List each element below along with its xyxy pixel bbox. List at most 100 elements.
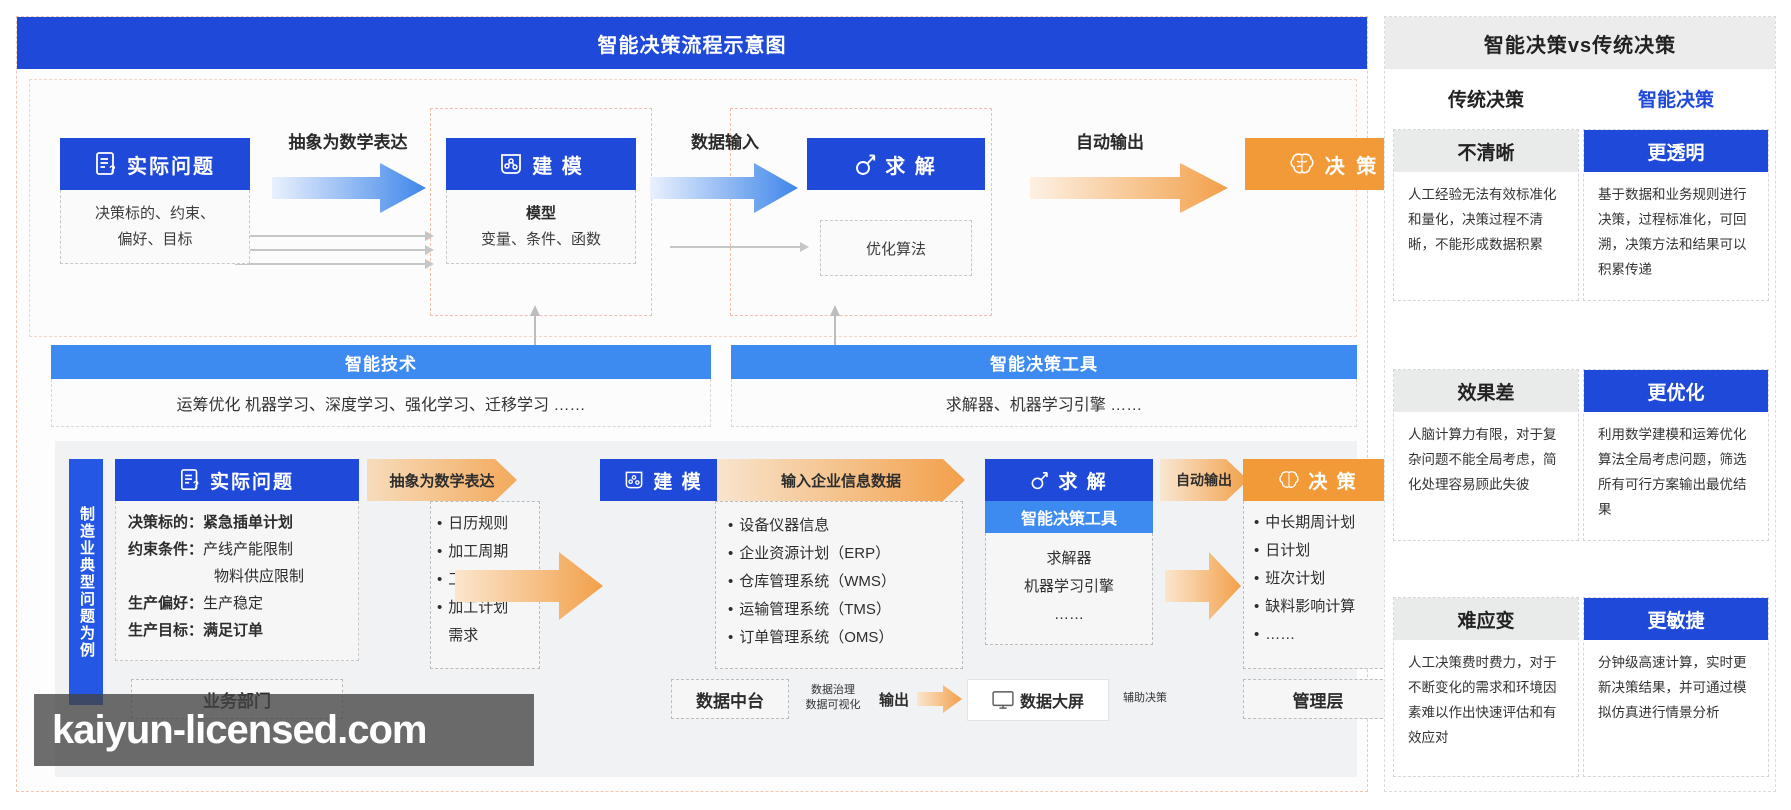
band-right-up-arrow xyxy=(830,305,840,349)
node-solve-label: 求 解 xyxy=(885,155,937,178)
list-item-label: …… xyxy=(1265,626,1296,643)
bullet-dot: • xyxy=(1254,570,1260,587)
list-item-label: 设备仪器信息 xyxy=(739,517,830,534)
chevron-abstract-math: 抽象为数学表达 xyxy=(367,459,517,501)
solve-group-outline xyxy=(730,108,992,316)
case-decision-header: 决 策 xyxy=(1243,459,1393,501)
chevron-shape xyxy=(367,459,517,501)
arrow3-label: 自动输出 xyxy=(1076,133,1144,152)
monitor-icon xyxy=(992,691,1014,709)
band-decision-tools-head: 智能决策工具 xyxy=(731,345,1357,379)
case-row: 生产目标：满足订单 xyxy=(128,617,263,644)
watermark: kaiyun-licensed.com xyxy=(34,694,534,766)
node-modeling[interactable]: 建 模 模型 变量、条件、函数 xyxy=(446,138,636,264)
case-col-modeling[interactable]: 建 模 xyxy=(600,459,726,501)
compare-cell-intelligent-2: 更优化 利用数学建模和运筹优化算法全局考虑问题，筛选所有可行方案输出最优结果 xyxy=(1583,369,1769,541)
case-solve-label: 求 解 xyxy=(1058,471,1108,493)
node-modeling-header: 建 模 xyxy=(446,138,636,190)
chevron-auto-output: 自动输出 xyxy=(1160,459,1248,501)
list-item-label: 班次计划 xyxy=(1265,570,1326,587)
case-modeling-label: 建 模 xyxy=(653,471,703,493)
bullet-dot: • xyxy=(728,545,734,562)
compare-head-intelligent-2: 更优化 xyxy=(1584,370,1768,412)
list-item: • 运输管理系统（TMS） xyxy=(728,596,962,624)
case-row-val: 物料供应限制 xyxy=(214,568,305,585)
data-middle-platform[interactable]: 数据中台 xyxy=(671,679,789,719)
compare-text-traditional-3: 人工决策费时费力，对于不断变化的需求和环境因素难以作出快速评估和有效应对 xyxy=(1408,655,1557,745)
case-col-solve[interactable]: 求 解 智能决策工具 求解器 机器学习引擎 …… xyxy=(985,459,1153,645)
case-col-real-problem[interactable]: ? 实际问题 决策标的：紧急插单计划 约束条件：产线产能限制 物料供应限制 生产… xyxy=(115,459,359,661)
document-question-icon: ? xyxy=(180,469,201,491)
case-row-val: 产线产能限制 xyxy=(203,541,294,558)
data-screen-box[interactable]: 数据大屏 xyxy=(967,679,1109,721)
tech-bands: 智能技术 运筹优化 机器学习、深度学习、强化学习、迁移学习 …… 智能决策工具 … xyxy=(29,305,1357,437)
compare-head-intelligent-3: 更敏捷 xyxy=(1584,598,1768,640)
compare-text-intelligent-3: 分钟级高速计算，实时更新决策结果，并可通过模拟仿真进行情景分析 xyxy=(1598,655,1747,720)
model-graph-icon xyxy=(625,471,643,489)
case-row: 决策标的：紧急插单计划 xyxy=(128,509,293,536)
list-item-label: 加工计划 xyxy=(448,599,509,616)
left-panel: 智能决策流程示意图 xyxy=(16,16,1423,792)
case-real-problem-body: 决策标的：紧急插单计划 约束条件：产线产能限制 物料供应限制 生产偏好：生产稳定… xyxy=(115,501,359,661)
node-solve-header: 求 解 xyxy=(807,138,985,190)
case-row-val: 紧急插单计划 xyxy=(203,514,294,531)
list-item: •企业资源计划（ERP） xyxy=(728,540,962,568)
data-screen-label: 数据大屏 xyxy=(1019,694,1084,711)
case-solve-line: 求解器 xyxy=(1046,550,1092,567)
list-item-label: 订单管理系统（OMS） xyxy=(739,629,894,646)
case-row-key: 决策标的： xyxy=(128,514,204,531)
right-panel-title: 智能决策vs传统决策 xyxy=(1385,17,1775,69)
bullet-dot: • xyxy=(1254,626,1260,643)
node-solve[interactable]: 求 解 xyxy=(807,138,985,190)
solve-thin-arrow xyxy=(670,242,809,252)
case-solve-tool-badge: 智能决策工具 xyxy=(985,501,1153,533)
case-arrow-modeling xyxy=(455,552,603,620)
case-col-enterprise-data: •设备仪器信息 •企业资源计划（ERP） •仓库管理系统（WMS） •运输管理系… xyxy=(715,501,963,669)
document-question-icon: ? xyxy=(96,152,116,176)
compare-text-traditional-1: 人工经验无法有效标准化和量化，决策过程不清晰，不能形成数据积累 xyxy=(1408,187,1557,252)
connector-arrows xyxy=(235,231,434,269)
case-row-key: 生产目标： xyxy=(128,622,204,639)
compare-cell-intelligent-1: 更透明 基于数据和业务规则进行决策，过程标准化，可回溯，决策方法和结果可以积累传… xyxy=(1583,129,1769,301)
bullet-dot: • xyxy=(1254,514,1260,531)
case-decision-body: •中长期周计划 •日计划 •班次计划 •缺料影响计算 •…… xyxy=(1243,501,1393,669)
list-item: • 设备仪器信息 xyxy=(728,512,962,540)
case-modeling-header: 建 模 xyxy=(600,459,726,501)
bullet-dot: • xyxy=(437,515,443,532)
bullet-dot: • xyxy=(437,599,443,616)
compare-text-traditional-2: 人脑计算力有限，对于复杂问题不能全局考虑，简化处理容易顾此失彼 xyxy=(1408,427,1557,492)
manufacturing-case-panel: 制造业典型问题为例 ? 实际问题 决策标的：紧急插单计划 xyxy=(55,441,1393,777)
band-left-up-arrow xyxy=(530,305,540,349)
list-item: • 加工计划 xyxy=(437,594,539,622)
compare-text-intelligent-2: 利用数学建模和运筹优化算法全局考虑问题，筛选所有可行方案输出最优结果 xyxy=(1598,427,1747,517)
compare-head-intelligent-1: 更透明 xyxy=(1584,130,1768,172)
bullet-dot: • xyxy=(437,543,443,560)
top-flow-area: ? 实际问题 决策标的、约束、偏好、目标 抽象为数学表达 xyxy=(29,79,1423,337)
node-real-problem[interactable]: ? 实际问题 决策标的、约束、偏好、目标 xyxy=(60,138,250,264)
case-row-key: 生产偏好： xyxy=(128,595,204,612)
case-row-key: 约束条件： xyxy=(128,541,204,558)
chevron-enterprise-data-label: 输入企业信息数据 xyxy=(780,472,901,490)
column-header-intelligent: 智能决策 xyxy=(1637,89,1714,111)
list-item-label: 加工周期 xyxy=(448,543,509,560)
compare-text-intelligent-1: 基于数据和业务规则进行决策，过程标准化，可回溯，决策方法和结果可以积累传递 xyxy=(1598,187,1747,277)
chevron-shape xyxy=(717,459,965,501)
chevron-abstract-math-label: 抽象为数学表达 xyxy=(389,472,495,490)
compare-cell-traditional-3: 难应变 人工决策费时费力，对于不断变化的需求和环境因素难以作出快速评估和有效应对 xyxy=(1393,597,1579,777)
bullet-dot: • xyxy=(728,629,734,646)
bullet-dot: • xyxy=(728,601,734,618)
compare-head-traditional-3: 难应变 xyxy=(1394,598,1578,640)
left-panel-title: 智能决策流程示意图 xyxy=(17,17,1367,69)
bullet-dot: • xyxy=(1254,598,1260,615)
band-intelligent-tech: 智能技术 运筹优化 机器学习、深度学习、强化学习、迁移学习 …… xyxy=(51,345,711,427)
case-real-problem-header: ? 实际问题 xyxy=(115,459,359,501)
svg-text:?: ? xyxy=(193,480,201,491)
list-item-label: 运输管理系统（TMS） xyxy=(739,601,891,618)
case-col-decision[interactable]: 决 策 •中长期周计划 •日计划 •班次计划 •缺料影响计算 •…… xyxy=(1243,459,1393,669)
bullet-dot: • xyxy=(437,571,443,588)
list-item: •日历规则 xyxy=(437,510,539,538)
bullet-dot: • xyxy=(728,517,734,534)
case-arrow-decision xyxy=(1165,552,1241,620)
list-item: • …… xyxy=(1254,621,1392,649)
case-solve-line: 机器学习引擎 xyxy=(1023,578,1114,595)
